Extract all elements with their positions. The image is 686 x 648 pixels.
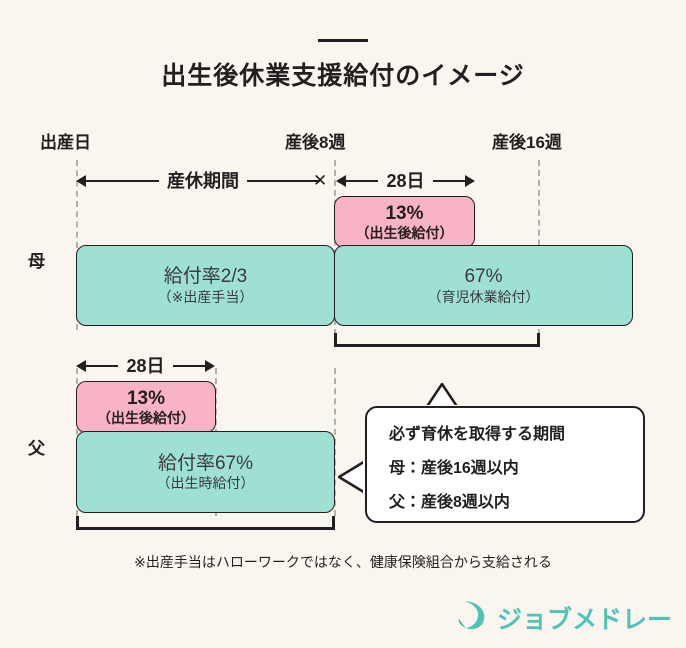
timeline-header-16weeks: 産後16週 (492, 133, 562, 152)
arrow-father-28days-span: 28日 (76, 355, 215, 377)
mother-left-note: （※出産手当） (157, 288, 254, 305)
mother-right-note: （育児休業給付） (427, 288, 540, 305)
timeline-header-8weeks: 産後8週 (285, 133, 346, 152)
father-bonus-percent: 13% (126, 387, 166, 409)
arrow-line-segment (86, 180, 159, 182)
row-label-mother: 母 (28, 252, 45, 271)
mother-maternity-allowance-bar: 給付率2/3 （※出産手当） (76, 245, 335, 326)
arrow-head-right-icon (465, 175, 475, 187)
arrow-head-left-icon (336, 175, 346, 187)
father-main-rate: 給付率67% (157, 452, 254, 474)
mother-bonus-bar: 13% （出生後給付） (334, 196, 475, 248)
arrow-line-segment (247, 180, 320, 182)
callout-tail-left (338, 457, 368, 497)
mother-childcare-leave-bar: 67% （育児休業給付） (334, 245, 633, 326)
title-divider-dash (318, 39, 368, 42)
father-birth-benefit-bar: 給付率67% （出生時給付） (76, 431, 335, 513)
callout-line-1: 必ず育休を取得する期間 (389, 426, 566, 443)
arrow-maternity-leave-span: 産休期間 ✕ (76, 170, 334, 192)
callout-required-leave-period: 必ず育休を取得する期間 母：産後16週以内 父：産後8週以内 (365, 406, 645, 523)
father-required-period-bracket (76, 516, 335, 530)
mother-bonus-percent: 13% (385, 202, 424, 224)
arrow-head-left-icon (76, 360, 86, 372)
page-title: 出生後休業支援給付のイメージ (161, 62, 525, 90)
arrow-label-mother-28days: 28日 (386, 171, 425, 191)
crescent-moon-icon (455, 598, 489, 637)
arrow-head-right-icon (205, 360, 215, 372)
guide-line-father-end (334, 368, 336, 516)
arrow-cross-marker: ✕ (313, 170, 334, 192)
father-main-note: （出生時給付） (156, 475, 255, 492)
mother-bonus-note: （出生後給付） (355, 225, 454, 242)
arrow-mother-28days-span: 28日 (336, 170, 475, 192)
brand-logo: ジョブメドレー (455, 598, 672, 637)
mother-right-rate: 67% (464, 266, 503, 288)
guide-line-birth (76, 160, 78, 330)
row-label-father: 父 (28, 439, 45, 458)
arrow-head-left-icon (76, 175, 86, 187)
callout-line-3: 父：産後8週以内 (389, 494, 510, 511)
mother-left-rate: 給付率2/3 (163, 266, 248, 288)
mother-required-period-bracket (334, 333, 540, 347)
father-bonus-note: （出生後給付） (97, 410, 195, 427)
arrow-label-father-28days: 28日 (126, 356, 165, 376)
arrow-line-segment (346, 180, 379, 182)
arrow-label-maternity-leave: 産休期間 (167, 171, 239, 191)
cross-icon: ✕ (313, 171, 328, 190)
father-bonus-bar: 13% （出生後給付） (76, 381, 216, 433)
arrow-line-segment (432, 180, 465, 182)
arrow-line-segment (172, 365, 205, 367)
timeline-header-birth: 出産日 (40, 133, 91, 152)
arrow-line-segment (86, 365, 119, 367)
callout-line-2: 母：産後16週以内 (389, 460, 519, 477)
brand-logo-text: ジョブメドレー (497, 605, 673, 634)
footnote-text: ※出産手当はハローワークではなく、健康保険組合から支給される (134, 554, 552, 570)
